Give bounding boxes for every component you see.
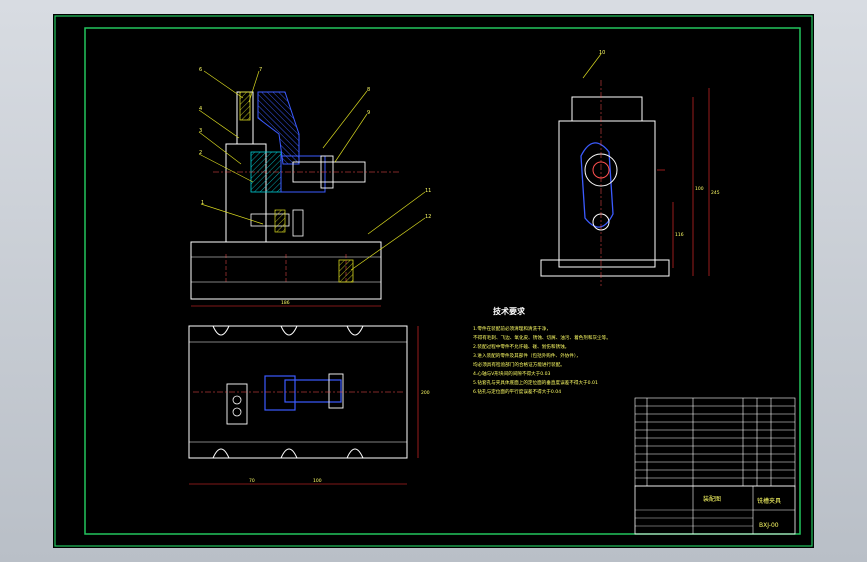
outer-border: [54, 15, 813, 547]
balloon: 3: [199, 128, 202, 134]
tech-req-line: 均必须具有检验部门的合格证方能进行装配。: [473, 361, 565, 368]
dimension-labels: 186 200 70 100 245 116 100: [249, 186, 720, 484]
tech-req-line: 2.装配过程中零件不允许磕、碰、划伤和锈蚀。: [473, 343, 569, 350]
balloon: 9: [367, 110, 370, 116]
balloon: 2: [199, 150, 202, 156]
tech-req-line: 5.钻套孔与夹具体底面上的定位面的垂直度误差不得大于0.01: [473, 379, 598, 386]
inner-border: [84, 27, 801, 535]
balloon: 10: [599, 50, 605, 56]
front-view: [190, 70, 426, 307]
dimension-value: 100: [695, 186, 704, 192]
balloon: 6: [199, 67, 202, 73]
balloon: 1: [201, 200, 204, 206]
balloon: 8: [367, 87, 370, 93]
dimension-value: 100: [313, 478, 322, 484]
dimension-value: 70: [249, 478, 255, 484]
dimension-value: 116: [675, 232, 684, 238]
balloon: 11: [425, 188, 431, 194]
tech-req-line: 4.心轴与V形块间的间隙不得大于0.03: [473, 370, 551, 377]
balloon: 12: [425, 214, 431, 220]
technical-requirements: 技术要求 1.零件在装配前必须清理和清洗干净， 不得有毛刺、飞边、氧化皮、锈蚀、…: [473, 306, 611, 395]
tech-req-line: 不得有毛刺、飞边、氧化皮、锈蚀、切屑、油污、着色剂和灰尘等。: [473, 334, 611, 341]
side-view: [540, 53, 710, 286]
tech-req-heading: 技术要求: [493, 306, 526, 316]
tech-req-line: 3.进入装配的零件及其部件（包括外购件、外协件），: [473, 352, 581, 359]
dimension-value: 186: [281, 300, 290, 306]
tech-req-line: 6.钻孔与定位面的平行度误差不得大于0.04: [473, 388, 561, 395]
balloon: 4: [199, 106, 202, 112]
dimension-value: 245: [711, 190, 720, 196]
dimension-value: 200: [421, 390, 430, 396]
top-view: [188, 325, 419, 485]
drawing-sheet: 技术要求 1.零件在装配前必须清理和清洗干净， 不得有毛刺、飞边、氧化皮、锈蚀、…: [53, 14, 814, 548]
tech-req-line: 1.零件在装配前必须清理和清洗干净，: [473, 325, 551, 332]
title-block: 装配图 铣槽夹具 BXJ-00: [634, 485, 796, 535]
drawing-number-label: BXJ-00: [759, 522, 779, 529]
assembly-drawing: 技术要求 1.零件在装配前必须清理和清洗干净， 不得有毛刺、飞边、氧化皮、锈蚀、…: [54, 15, 813, 547]
drawing-type-label: 装配图: [703, 495, 721, 503]
balloon-labels: 6 7 4 3 2 1 8 9 11 12 10: [199, 50, 605, 220]
balloon: 7: [259, 67, 262, 73]
parts-list: [634, 397, 796, 487]
part-name-label: 铣槽夹具: [757, 497, 781, 505]
